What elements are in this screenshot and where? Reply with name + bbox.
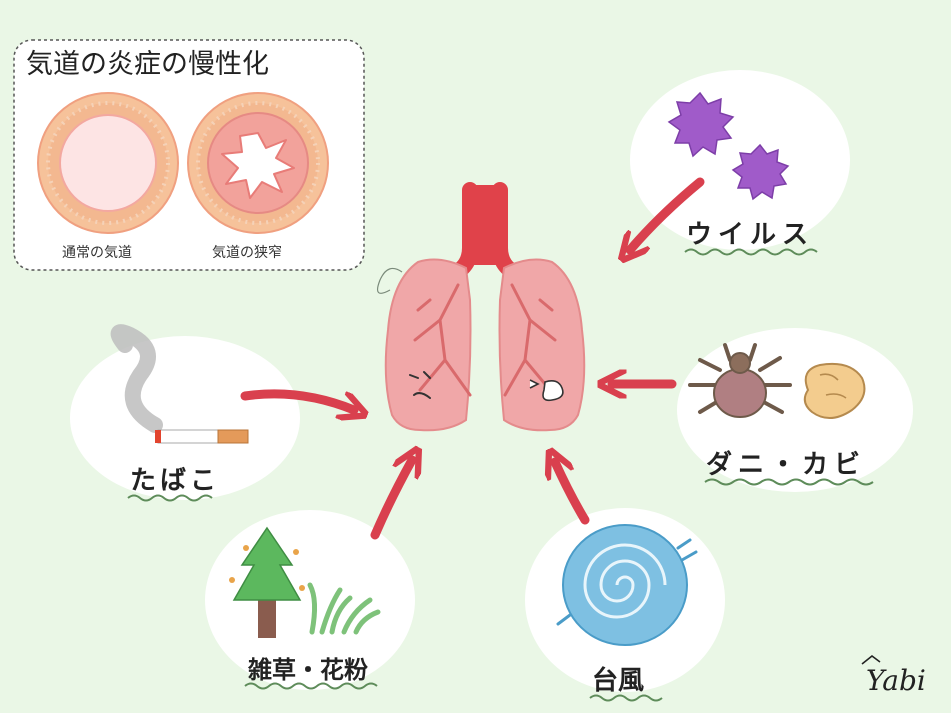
- virus-icon: [667, 91, 790, 201]
- arrow-typhoon: [555, 462, 590, 525]
- narrowed-airway-icon: [187, 92, 329, 234]
- virus-label: ウイルス: [686, 220, 815, 250]
- typhoon-icon: [556, 524, 698, 646]
- pollen-label: 雑草・花粉: [248, 656, 368, 684]
- normal-airway-label: 通常の気道: [62, 245, 132, 261]
- arrow-pollen: [370, 460, 412, 540]
- mold-icon: [803, 362, 866, 419]
- tobacco-label: たばこ: [130, 466, 221, 496]
- grass-icon: [307, 582, 381, 635]
- narrowed-airway-label: 気道の狭窄: [212, 245, 282, 261]
- mite-mold-label: ダニ・カビ: [706, 450, 867, 480]
- signature-mark: [861, 654, 881, 665]
- arrow-tobacco: [240, 389, 354, 410]
- tobacco-blob: [70, 336, 300, 500]
- mite-icon: [688, 343, 792, 418]
- page-title: 気道の炎症の慢性化: [26, 49, 269, 80]
- arrow-virus: [630, 177, 705, 250]
- cigarette-icon: [110, 324, 249, 444]
- tree-icon: [229, 526, 305, 638]
- wavy-underlines: [127, 248, 874, 702]
- signature: Yabi: [866, 664, 926, 697]
- typhoon-label: 台風: [592, 666, 645, 696]
- normal-airway-icon: [37, 92, 179, 234]
- lungs-icon: [377, 182, 586, 432]
